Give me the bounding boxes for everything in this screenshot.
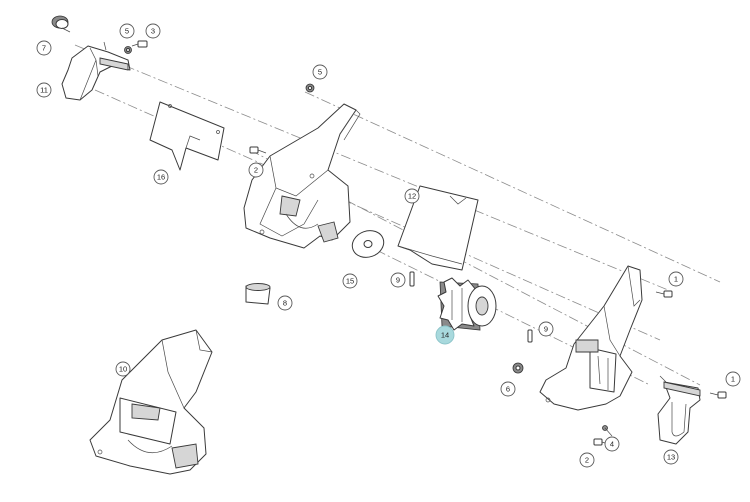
callout-number: 3: [151, 27, 155, 36]
callout-circle: [404, 188, 420, 204]
callout-16: 16: [153, 169, 169, 185]
callout-circle: [668, 271, 684, 287]
callout-6: 6: [500, 381, 516, 397]
callout-circle: [538, 321, 554, 337]
part-1-screw-upper: [655, 290, 673, 298]
callout-circle: [435, 325, 455, 345]
callout-circle: [153, 169, 169, 185]
callout-circle: [312, 64, 328, 80]
part-1-screw-lower: [709, 391, 727, 399]
callout-circle: [500, 381, 516, 397]
callout-11: 11: [36, 82, 52, 98]
part-5-nut-middle: [305, 83, 315, 93]
callout-7: 7: [36, 40, 52, 56]
callout-number: 16: [157, 173, 165, 182]
part-4-screw: [602, 425, 613, 437]
callout-number: 9: [396, 276, 400, 285]
callout-circle: [36, 40, 52, 56]
part-13-hinge: [657, 375, 701, 445]
part-11-hinge-plate: [61, 41, 131, 101]
part-12-board: [397, 185, 479, 271]
callout-circle: [725, 371, 741, 387]
callout-circle: [248, 162, 264, 178]
callout-13: 13: [663, 449, 679, 465]
callout-number: 13: [667, 453, 675, 462]
callout-number: 2: [254, 166, 258, 175]
callout-circle: [119, 23, 135, 39]
callout-2: 2: [579, 452, 595, 468]
callout-2: 2: [248, 162, 264, 178]
part-2-screw-upper: [249, 146, 267, 154]
callout-circle: [36, 82, 52, 98]
callout-number: 15: [346, 277, 354, 286]
callout-circle: [277, 295, 293, 311]
callout-1: 1: [668, 271, 684, 287]
part-5-nut-top: [124, 46, 132, 54]
callout-number: 14: [441, 331, 449, 340]
callout-number: 9: [544, 325, 548, 334]
callout-number: 4: [610, 440, 614, 449]
callout-5: 5: [119, 23, 135, 39]
callout-number: 12: [408, 192, 416, 201]
callout-circle: [145, 23, 161, 39]
callout-14: 14: [435, 325, 455, 345]
callout-12: 12: [404, 188, 420, 204]
callout-4: 4: [604, 436, 620, 452]
callout-9: 9: [390, 272, 406, 288]
callout-3: 3: [145, 23, 161, 39]
callout-number: 2: [585, 456, 589, 465]
part-6-nut: [512, 362, 524, 374]
callout-number: 5: [318, 68, 322, 77]
callout-15: 15: [342, 273, 358, 289]
callout-number: 1: [731, 375, 735, 384]
callout-9: 9: [538, 321, 554, 337]
part-16-cover-plate: [149, 101, 225, 171]
part-9-pin-lower: [527, 329, 533, 343]
assembly-axes: [74, 44, 721, 386]
callout-circle: [663, 449, 679, 465]
callout-1: 1: [725, 371, 741, 387]
part-15-washer: [351, 230, 385, 258]
part-3-screw: [131, 40, 148, 48]
callout-number: 10: [119, 365, 127, 374]
callout-8: 8: [277, 295, 293, 311]
callout-number: 7: [42, 44, 46, 53]
callout-number: 5: [125, 27, 129, 36]
callout-circle: [342, 273, 358, 289]
part-14-rotor: [437, 277, 497, 331]
callout-number: 11: [40, 86, 48, 95]
callout-circle: [579, 452, 595, 468]
part-7-knob: [51, 15, 71, 33]
callout-5: 5: [312, 64, 328, 80]
left-housing: [243, 103, 361, 249]
callout-10: 10: [115, 361, 131, 377]
callout-circle: [390, 272, 406, 288]
callout-circle: [604, 436, 620, 452]
part-8-bushing: [245, 283, 271, 305]
callout-number: 1: [674, 275, 678, 284]
callout-circle: [115, 361, 131, 377]
callout-number: 6: [506, 385, 510, 394]
part-10-assembled-unit: [89, 329, 213, 475]
right-housing: [539, 265, 643, 411]
callout-number: 8: [283, 299, 287, 308]
part-9-pin-upper: [409, 271, 415, 287]
